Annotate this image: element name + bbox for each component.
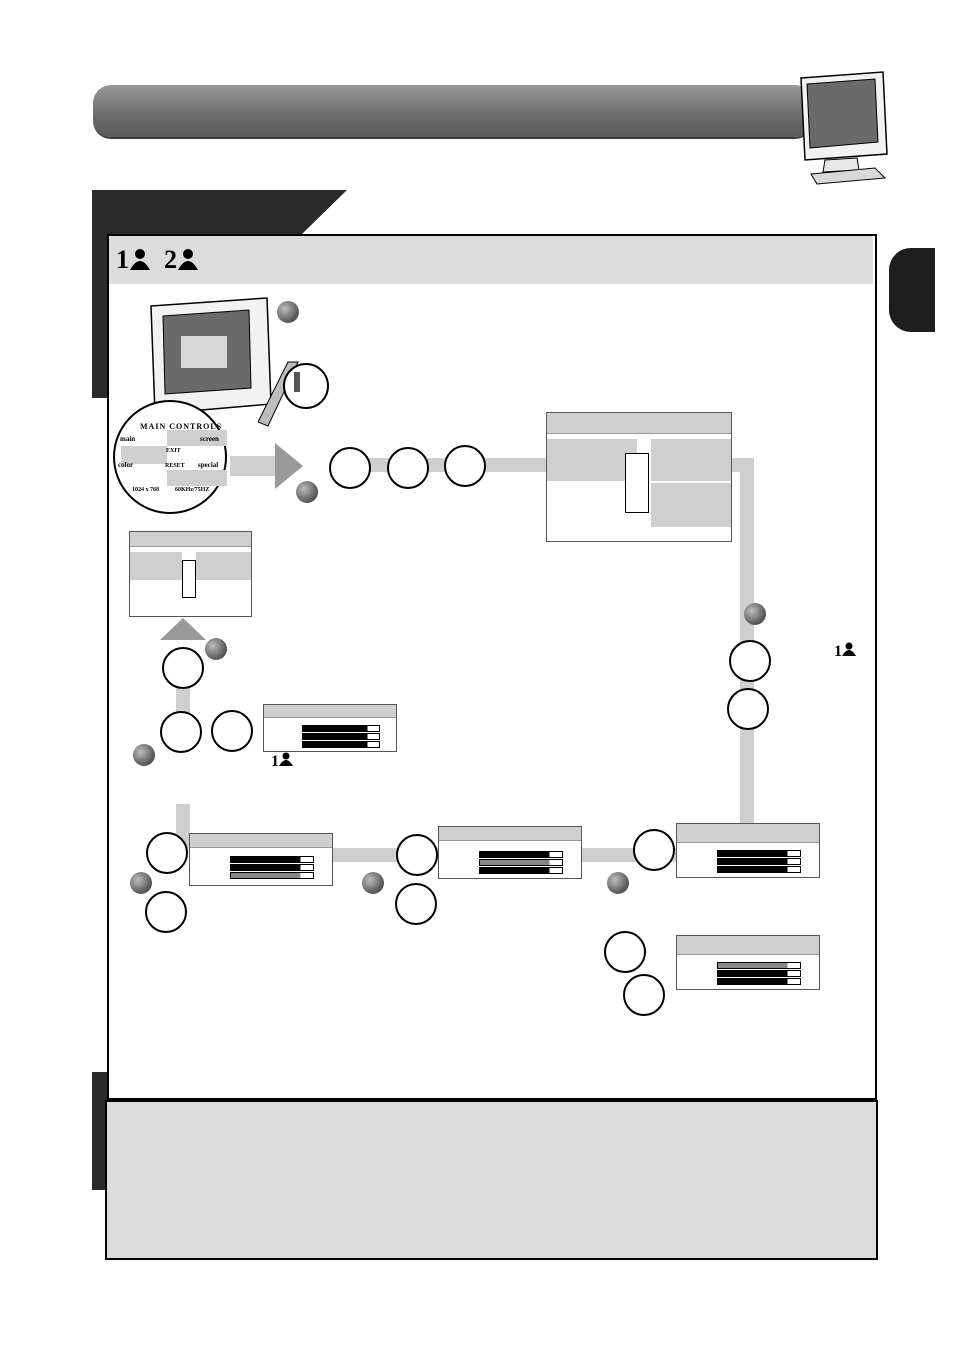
section-tab [889, 248, 935, 332]
osd-title: MAIN CONTROLS [140, 422, 223, 431]
header-strip [109, 236, 873, 284]
person-icon [178, 249, 198, 270]
osd-resolution: 1024 x 768 [132, 487, 159, 493]
arrow-up-icon [160, 618, 206, 640]
press-button-icon [146, 832, 188, 874]
step-dot [607, 872, 629, 894]
note-box [105, 1100, 878, 1260]
preset-menu [263, 704, 397, 752]
arrow-right-icon [275, 443, 303, 489]
osd-group-color: color [118, 461, 134, 469]
press-button-icon [623, 974, 665, 1016]
osd-exit: EXIT [166, 448, 181, 454]
press-button-icon [395, 883, 437, 925]
title-bar [93, 85, 813, 137]
step-dot [744, 603, 766, 625]
adjust-menu-1 [189, 833, 333, 886]
path-segment [230, 456, 278, 476]
osd-reset: RESET [165, 463, 185, 469]
press-button-icon [727, 688, 769, 730]
step-dot [130, 872, 152, 894]
monitor-illustration [800, 71, 888, 185]
press-button-icon [162, 647, 204, 689]
step-dot [205, 638, 227, 660]
adjust-menu-3 [676, 823, 820, 878]
user-1-callout: 1 [271, 752, 293, 771]
press-button-icon [633, 829, 675, 871]
press-button-icon [329, 447, 371, 489]
osd-frequency: 60KHz/75HZ [175, 487, 210, 493]
main-menu-small [129, 531, 252, 617]
press-button-icon [604, 931, 646, 973]
selection-cursor [182, 560, 196, 598]
path-segment [332, 458, 546, 472]
press-button-icon [387, 447, 429, 489]
person-icon [130, 249, 150, 270]
osd-magnifier [113, 400, 227, 514]
menu-row [651, 439, 731, 481]
monitor-with-osd [150, 297, 272, 415]
press-button-icon [444, 445, 486, 487]
preset-1-number: 1 [116, 245, 129, 274]
zoom-button-detail [258, 361, 329, 427]
osd-group-screen: screen [200, 435, 219, 443]
step-dot [362, 872, 384, 894]
adjust-menu-2 [438, 826, 582, 879]
step-dot [296, 481, 318, 503]
preset-2-number: 2 [164, 245, 177, 274]
user-preset-icons: 1 2 [116, 245, 199, 275]
menu-row [196, 552, 251, 580]
selection-cursor [625, 453, 649, 513]
press-button-icon [211, 710, 253, 752]
osd-group-special: special [198, 461, 219, 469]
person-icon [279, 752, 293, 766]
press-button-icon [729, 640, 771, 682]
step-dot [277, 301, 299, 323]
osd-group-main: main [120, 435, 136, 443]
menu-row [130, 552, 182, 580]
press-button-icon [160, 711, 202, 753]
step-dot [133, 744, 155, 766]
section-backdrop-top [92, 190, 347, 398]
press-button-icon [145, 891, 187, 933]
person-icon [842, 642, 856, 656]
adjust-menu-4 [676, 935, 820, 990]
menu-row [547, 439, 637, 481]
press-button-icon [396, 834, 438, 876]
menu-row [651, 483, 731, 527]
main-menu-large [546, 412, 732, 542]
user-1-callout-right: 1 [834, 642, 856, 661]
